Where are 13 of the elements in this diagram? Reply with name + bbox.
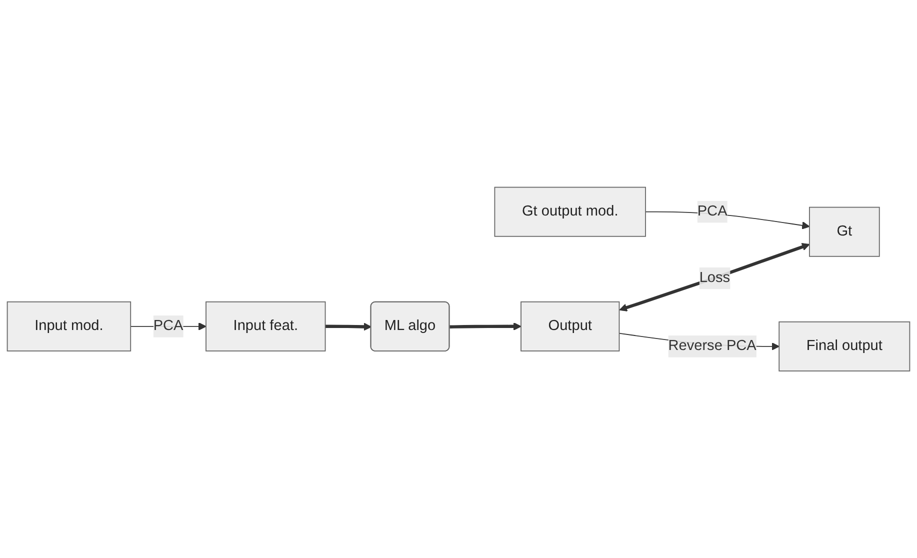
arrow (450, 322, 522, 330)
node-box: Final output (778, 321, 910, 372)
arrow (325, 322, 372, 331)
edge-label: Loss (699, 270, 730, 286)
arrow (619, 242, 810, 312)
node-box: Output (520, 301, 620, 352)
node-box: Gt output mod. (494, 186, 646, 237)
node-box: Gt (809, 206, 880, 257)
edge-label: PCA (697, 204, 728, 219)
node-box: Input feat. (206, 301, 326, 352)
edge-label: Reverse PCA (668, 338, 756, 354)
node-box: Input mod. (6, 301, 132, 352)
edge-label: PCA (153, 318, 184, 334)
